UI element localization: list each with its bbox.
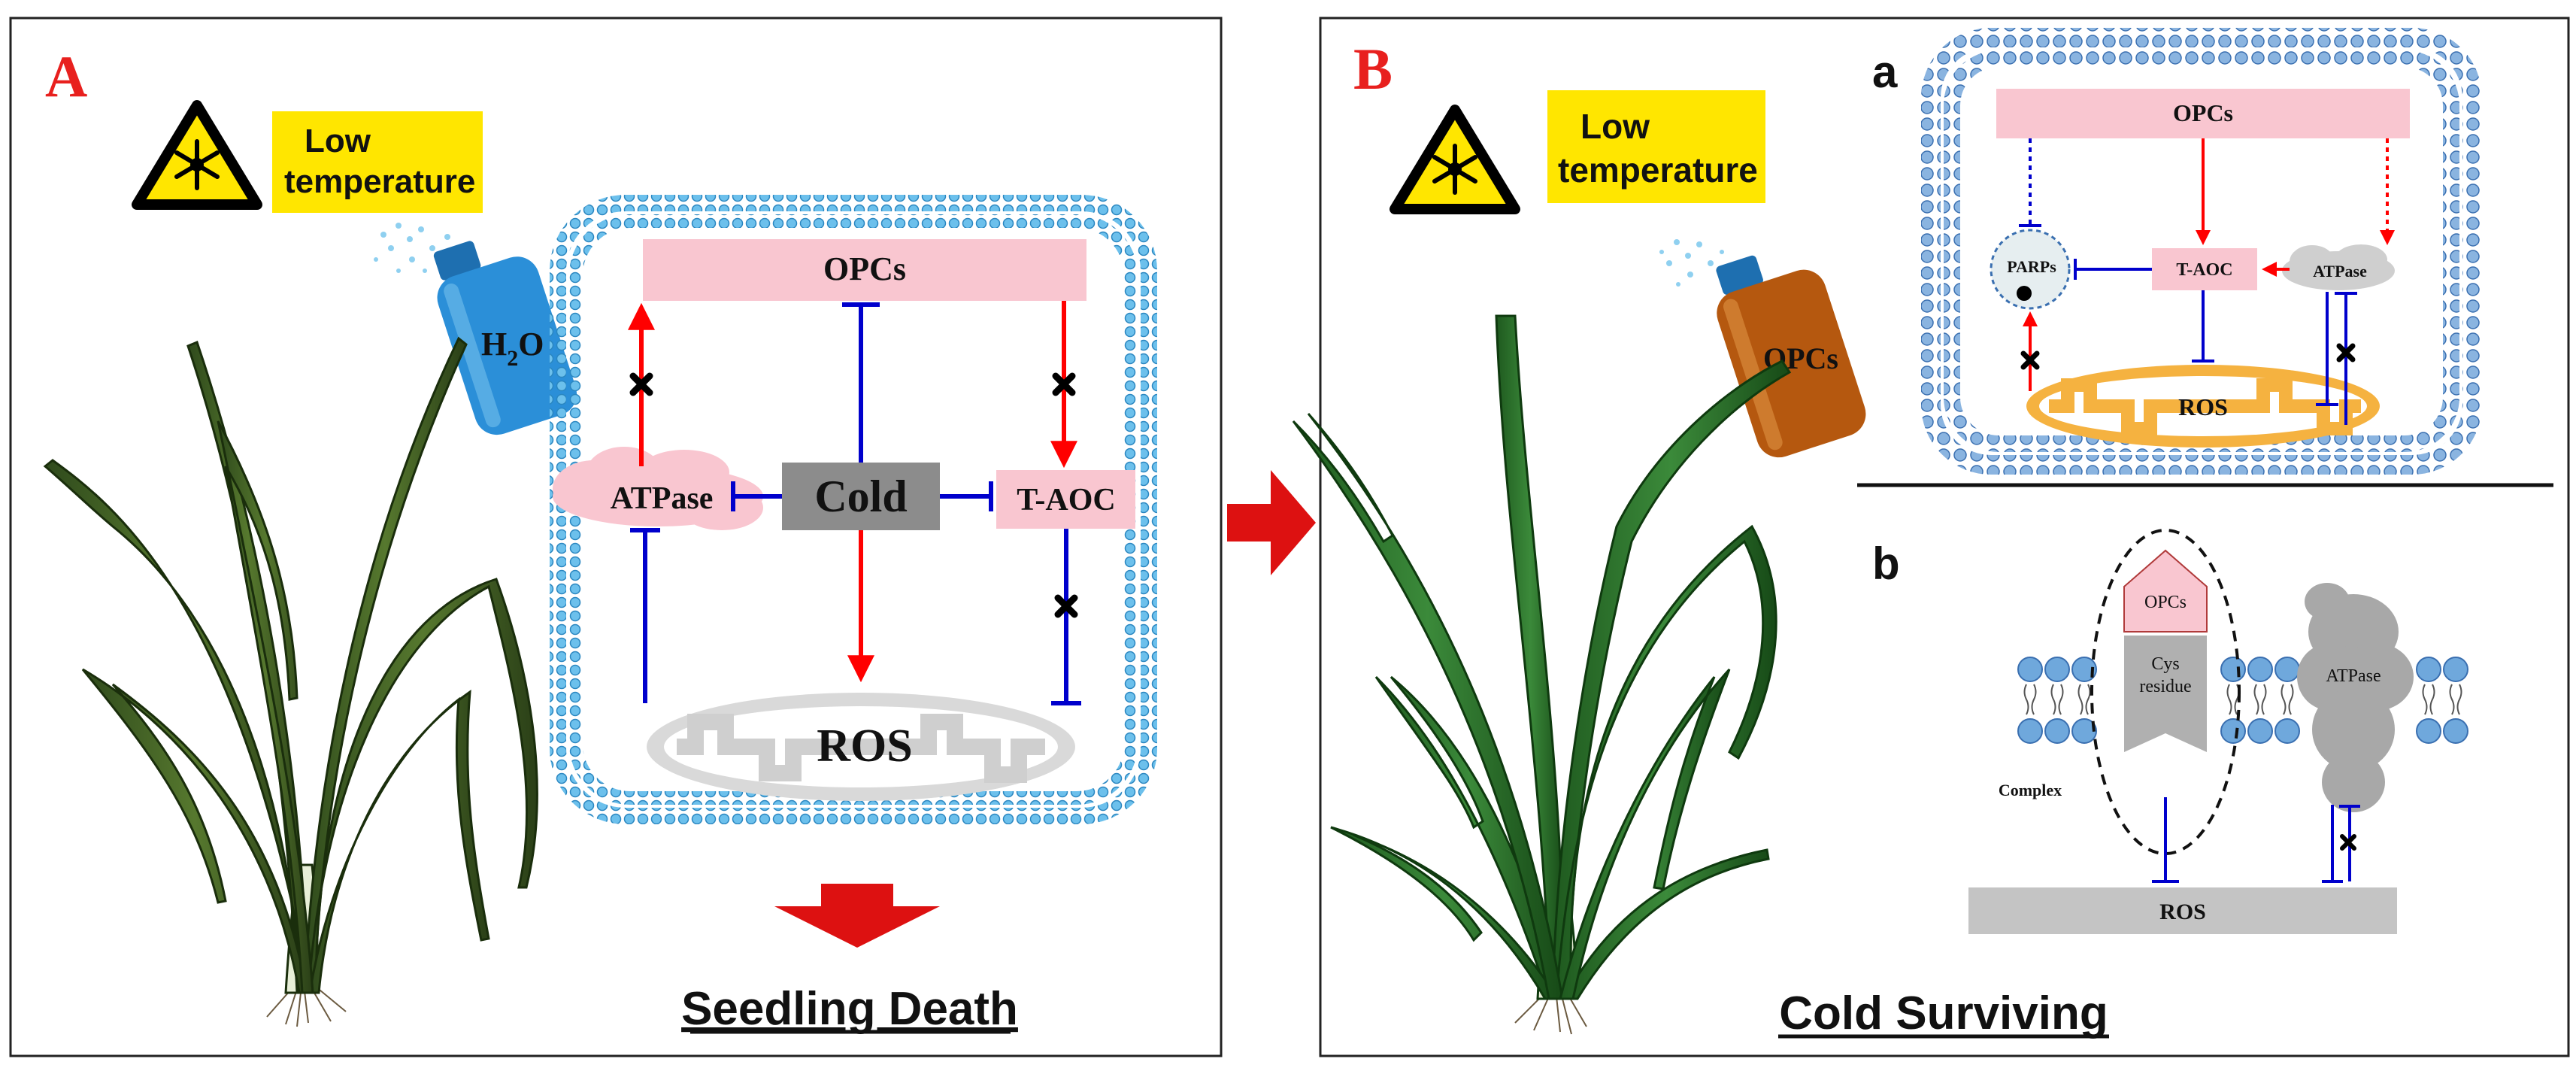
- warning-label-b-line1: Low: [1580, 107, 1650, 146]
- sub-b-letter: b: [1872, 538, 1900, 589]
- warning-label-line2: temperature: [284, 163, 475, 200]
- parps-dot-icon: [2017, 286, 2032, 301]
- cold-warning-icon: [132, 100, 262, 210]
- sub-a-letter: a: [1872, 47, 1898, 97]
- atpase-protein-shape: [2297, 583, 2414, 812]
- transition-arrow-icon: [1227, 470, 1316, 575]
- cys-label-line2: residue: [2139, 677, 2191, 696]
- taoc-label-a: T-AOC: [1017, 483, 1115, 517]
- opcs-box-a: [643, 239, 1086, 301]
- outcome-label-a: Seedling Death: [681, 983, 1018, 1035]
- warning-label-line1: Low: [305, 123, 371, 159]
- opcs-label-sub-b: OPCs: [2144, 593, 2187, 612]
- opcs-spray-bottle-icon: [1659, 239, 1866, 458]
- blocked-cross-icons-b: [2020, 343, 2356, 370]
- blocked-cross-icons-a: [629, 372, 1078, 618]
- h2o-spray-bottle-icon: H2O: [374, 223, 577, 435]
- cold-label: Cold: [814, 472, 907, 521]
- opcs-box-b: [1996, 89, 2410, 138]
- svg-text:H2O: H2O: [481, 326, 544, 371]
- panel-b-letter: B: [1353, 36, 1393, 102]
- cys-residue-shape: [2124, 636, 2207, 752]
- cold-box: [782, 463, 940, 530]
- outcome-label-b: Cold Surviving: [1779, 987, 2108, 1039]
- panel-a-letter: A: [45, 44, 87, 109]
- cys-label-line1: Cys: [2151, 654, 2179, 674]
- ros-label-a: ROS: [817, 721, 912, 772]
- down-arrow-icon: [774, 884, 940, 948]
- lipid-bilayer-b: [2017, 657, 2468, 744]
- ros-bar: [1968, 887, 2397, 934]
- taoc-box-a: [996, 470, 1135, 529]
- h2o-label-o: O: [518, 326, 544, 363]
- opcs-label-a: OPCs: [823, 250, 906, 287]
- parps-label: PARPs: [2007, 257, 2056, 276]
- atpase-label-a: ATPase: [611, 481, 714, 516]
- mitochondrion-a: [647, 693, 1075, 801]
- parps-node: [1990, 229, 2071, 310]
- warning-label-box-b: [1547, 90, 1765, 203]
- wilted-seedling-illustration: [43, 336, 538, 1027]
- blocked-cross-icon-sub-b: [2340, 834, 2356, 851]
- healthy-seedling-illustration: [1292, 314, 1792, 1035]
- complex-label: Complex: [1999, 781, 2062, 799]
- complex-outline: [2090, 529, 2241, 855]
- taoc-label-b: T-AOC: [2176, 260, 2232, 280]
- opcs-pentagon-b: [2123, 549, 2208, 633]
- mitochondrion-b: [2026, 365, 2380, 447]
- cell-membrane-b-outer: [1921, 28, 2482, 475]
- cold-warning-icon-b: [1390, 105, 1520, 214]
- warning-label-box: [272, 111, 483, 213]
- taoc-box-b: [2152, 248, 2257, 290]
- atpase-label-b: ATPase: [2313, 262, 2367, 281]
- h2o-label-sub: 2: [507, 346, 518, 371]
- pathway-arrows-b: [2019, 138, 2395, 425]
- pathway-arrows-a: [628, 301, 1081, 705]
- ros-label-b: ROS: [2178, 393, 2228, 420]
- atpase-cloud-b: [2282, 244, 2395, 290]
- cell-membrane-a-outer: [550, 195, 1157, 824]
- opcs-label-b: OPCs: [2173, 99, 2233, 126]
- h2o-label-h: H: [481, 326, 507, 363]
- warning-label-b-line2: temperature: [1558, 150, 1758, 190]
- atpase-label-sub-b: ATPase: [2326, 666, 2381, 686]
- ros-label-sub-b: ROS: [2159, 899, 2206, 924]
